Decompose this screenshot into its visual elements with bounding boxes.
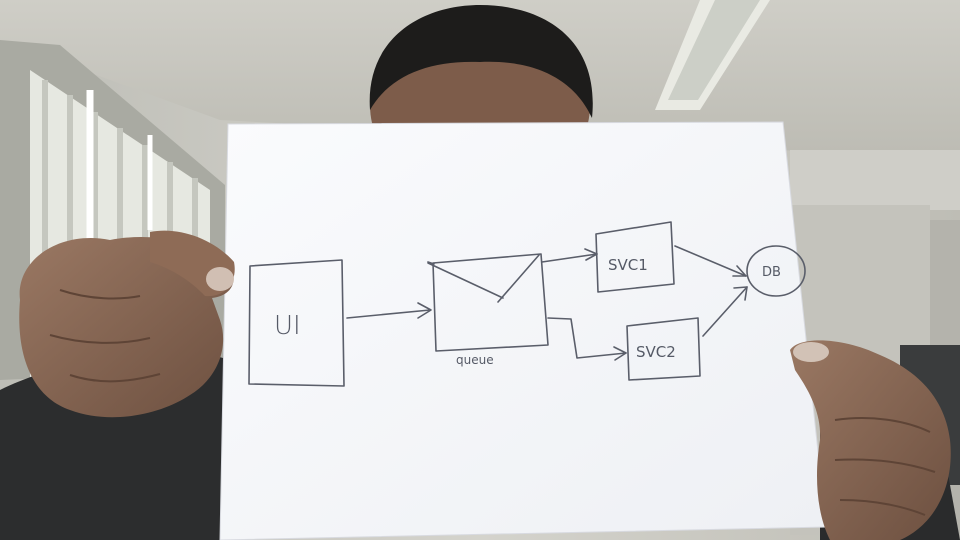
arrow-queue-svc2 <box>547 317 627 359</box>
svc2-box <box>626 317 701 381</box>
right-hand <box>790 340 951 540</box>
paper-sheet <box>219 121 827 540</box>
svc1-box <box>595 221 675 293</box>
arrow-ui-queue <box>346 309 431 319</box>
arrow-svc1-db <box>674 245 747 277</box>
envelope-flap-left <box>427 262 504 299</box>
queue-box <box>432 253 549 352</box>
svc1-label: SVC1 <box>608 256 648 274</box>
envelope-flap-right <box>497 254 540 303</box>
ui-label: UI <box>274 311 301 341</box>
left-hand <box>19 236 234 418</box>
db-circle <box>746 245 806 297</box>
svc2-label: SVC2 <box>636 343 676 361</box>
db-label: DB <box>762 265 781 280</box>
hair <box>369 5 593 118</box>
arrow-queue-svc1 <box>541 253 598 263</box>
diagram <box>248 221 806 387</box>
left-thumbnail <box>206 267 234 291</box>
queue-label: queue <box>456 353 494 367</box>
ui-box <box>248 259 345 387</box>
arrow-svc2-db <box>702 286 748 337</box>
right-thumbnail <box>793 342 829 362</box>
wall-ledge <box>790 150 960 210</box>
